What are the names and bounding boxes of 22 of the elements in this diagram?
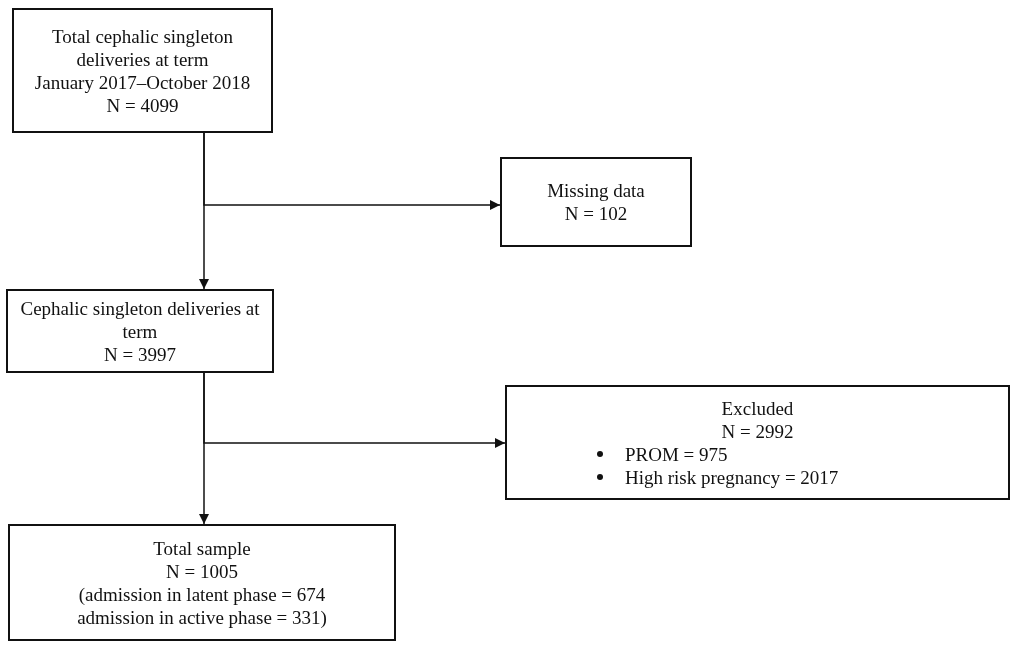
process-box <box>8 524 396 641</box>
box-text: Cephalic singleton deliveries at term <box>19 296 261 343</box>
process-box <box>12 8 273 133</box>
arrow <box>203 372 506 448</box>
box-text: N = 1005 <box>166 559 238 583</box>
process-box <box>505 385 1010 500</box>
box-text: High risk pregnancy = 2017 <box>625 465 839 489</box>
box-text: Missing data <box>547 179 645 202</box>
arrow <box>203 132 501 210</box>
box-text: Total cephalic singleton deliveries at term <box>50 24 235 71</box>
process-box <box>500 157 692 247</box>
box-text: N = 2992 <box>721 419 794 443</box>
box-text: N = 3997 <box>104 342 176 366</box>
process-box <box>6 289 274 373</box>
box-text: Total sample <box>153 536 251 560</box>
box-text: (admission in latent phase = 674 <box>78 582 326 606</box>
box-text: N = 102 <box>564 202 628 225</box>
box-text: N = 4099 <box>106 93 179 117</box>
box-text: admission in active phase = 331) <box>77 605 327 629</box>
box-text: January 2017–October 2018 <box>34 70 251 94</box>
box-text: Excluded <box>721 396 794 420</box>
box-text: PROM = 975 <box>625 442 728 466</box>
